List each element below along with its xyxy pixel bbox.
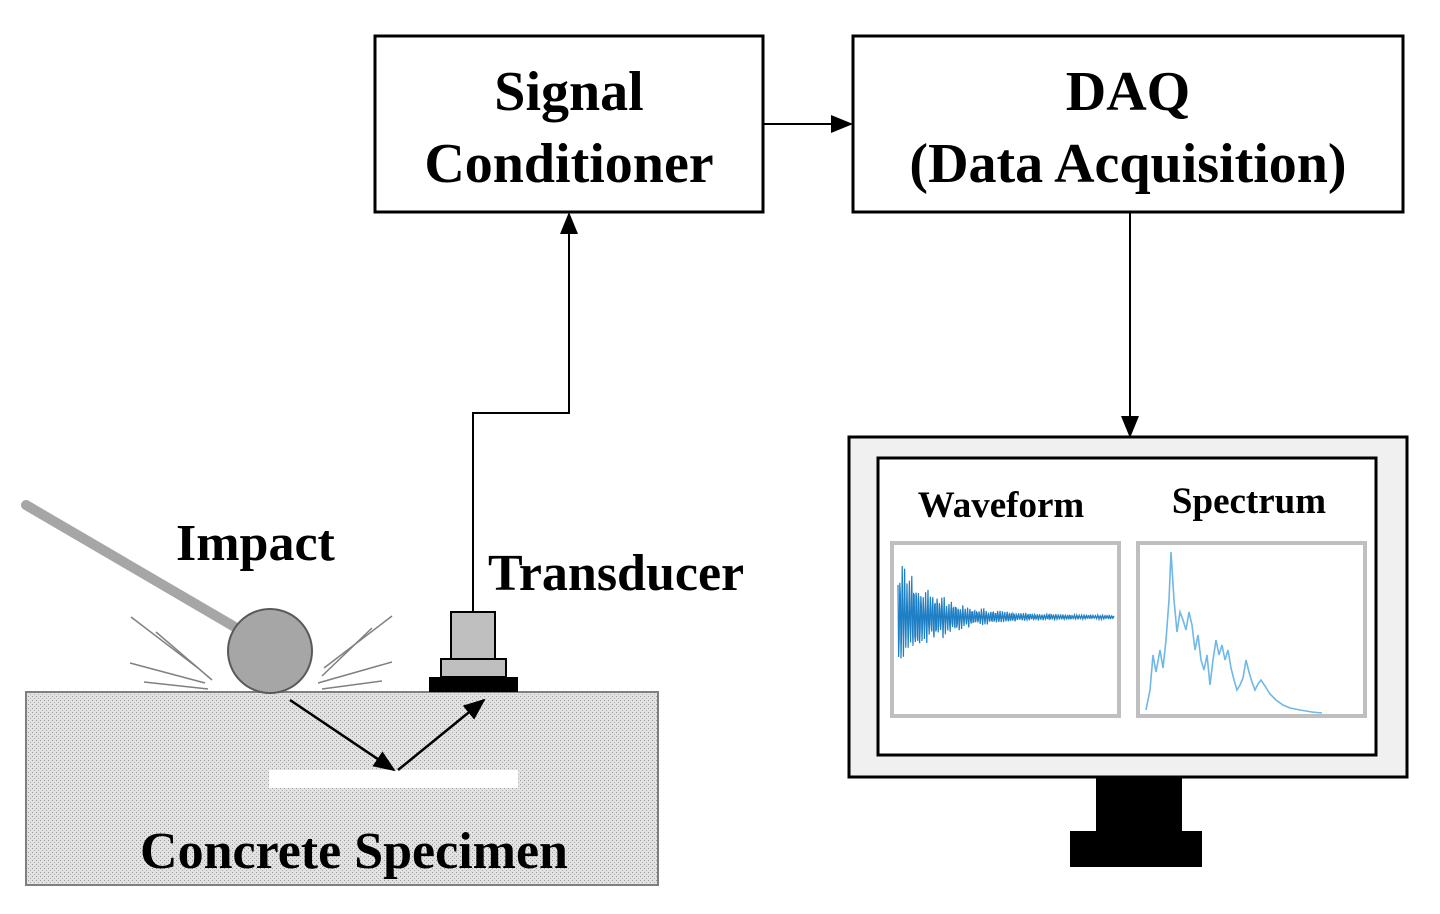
monitor-neck <box>1096 777 1182 831</box>
impact-label: Impact <box>176 515 336 572</box>
arrow-wave-reflected <box>397 698 486 771</box>
signal-conditioner-line1: Signal <box>494 61 643 123</box>
daq-line2: (Data Acquisition) <box>909 133 1346 195</box>
spectrum-signal <box>1145 551 1323 714</box>
monitor-stand <box>1070 831 1202 867</box>
signal-conditioner-block: Signal Conditioner <box>373 34 765 214</box>
waveform-signal <box>897 565 1115 659</box>
arrow-wave-incident <box>289 698 396 772</box>
impactor-rod <box>21 500 245 635</box>
transducer-label: Transducer <box>488 545 744 602</box>
impactor <box>21 500 313 694</box>
impactor-ball <box>227 608 313 694</box>
signal-conditioner-line2: Conditioner <box>424 133 713 195</box>
transducer-cable <box>472 216 570 612</box>
impact-lines <box>129 615 393 690</box>
spectrum-panel <box>1136 541 1367 718</box>
transducer-plate <box>429 677 518 692</box>
transducer-base <box>440 658 507 678</box>
specimen-label: Concrete Specimen <box>140 823 568 880</box>
daq-line1: DAQ <box>1066 61 1190 123</box>
transducer-body <box>450 611 496 660</box>
concrete-specimen: Concrete Specimen <box>25 691 659 886</box>
daq-block: DAQ (Data Acquisition) <box>851 34 1405 214</box>
spectrum-title: Spectrum <box>1172 481 1326 522</box>
waveform-title: Waveform <box>918 485 1085 526</box>
transducer <box>429 611 518 692</box>
monitor: Waveform Spectrum <box>847 435 1409 867</box>
internal-defect <box>269 770 518 788</box>
